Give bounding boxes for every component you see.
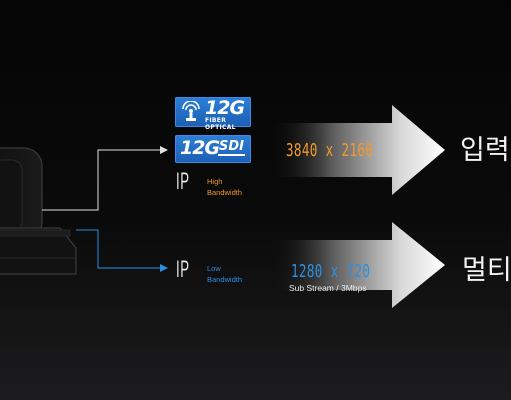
low-resolution: 1280 x 720 bbox=[291, 261, 371, 282]
low-ip-label: IP bbox=[176, 256, 190, 283]
sub-stream-label: Sub Stream / 3Mbps bbox=[289, 283, 367, 293]
high-ip-label: IP bbox=[176, 168, 190, 195]
12g-sdi-badge: 12G SDI bbox=[175, 135, 251, 163]
high-bandwidth-line-1: High bbox=[207, 177, 223, 186]
high-target-text: 입력 bbox=[460, 135, 510, 166]
high-bandwidth-line-2: Bandwidth bbox=[207, 188, 243, 197]
sdi-badge-label: 12G bbox=[180, 137, 220, 159]
low-bandwidth-label: Low Bandwidth bbox=[207, 263, 242, 285]
high-output-arrow bbox=[270, 105, 445, 195]
high-bandwidth-connector bbox=[42, 149, 160, 211]
low-output-arrow bbox=[270, 222, 445, 308]
low-bandwidth-line-1: Low bbox=[207, 264, 221, 273]
12g-fiber-optical-badge: 12G FIBER OPTICAL bbox=[175, 97, 251, 131]
fiber-badge-label: 12G bbox=[205, 97, 245, 119]
high-resolution: 3840 x 2160 bbox=[286, 140, 374, 161]
low-target-clip: 멀티 bbox=[462, 248, 511, 288]
ptz-camera-icon bbox=[0, 147, 77, 275]
low-bandwidth-line-2: Bandwidth bbox=[207, 275, 243, 284]
fiber-optic-icon bbox=[182, 101, 200, 121]
fiber-badge-sublabel: FIBER OPTICAL bbox=[205, 117, 236, 131]
low-bandwidth-connector bbox=[76, 229, 160, 269]
low-target-text: 멀티 bbox=[462, 255, 511, 286]
high-target-clip: 입력 bbox=[460, 128, 511, 168]
high-bandwidth-label: High Bandwidth bbox=[207, 176, 242, 198]
sdi-badge-tag: SDI bbox=[218, 139, 245, 156]
